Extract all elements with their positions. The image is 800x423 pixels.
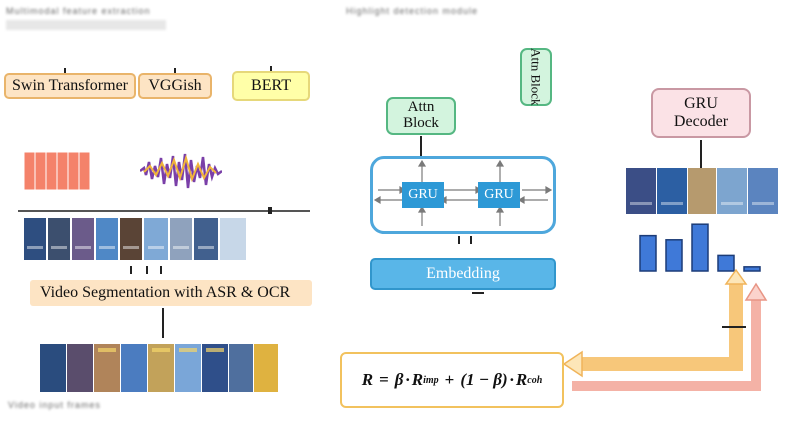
visual-feature-blocks bbox=[23, 151, 92, 191]
video-segmentation-box: Video Segmentation with ASR & OCR bbox=[30, 280, 312, 306]
reward-coh-sub: coh bbox=[527, 374, 543, 386]
decoder-frame-thumbnails bbox=[626, 168, 778, 214]
up-arrow-bert bbox=[270, 66, 272, 71]
decoder-line2: Decoder bbox=[673, 113, 729, 130]
reward-one-minus-beta: (1 − β) bbox=[460, 370, 508, 389]
gru-arrows bbox=[373, 159, 553, 226]
up-arrow-vggish bbox=[174, 68, 176, 73]
reward-eq: = bbox=[379, 370, 389, 389]
bert-box: BERT bbox=[232, 71, 310, 101]
seg-arrow-2 bbox=[146, 266, 148, 274]
audio-waveform bbox=[139, 148, 223, 194]
input-frame-thumbnails bbox=[40, 344, 278, 392]
bottom-caption: Video input frames bbox=[8, 400, 101, 410]
embedding-box: Embedding bbox=[370, 258, 556, 290]
embed-down-arrow bbox=[472, 292, 484, 294]
reward-beta: β bbox=[394, 370, 404, 389]
decoder-line1: GRU bbox=[684, 94, 718, 112]
score-bar-chart bbox=[639, 223, 761, 272]
feedback-tick bbox=[722, 326, 746, 328]
reward-R-imp: R bbox=[411, 370, 424, 389]
segmented-frames bbox=[24, 216, 250, 262]
reward-plus: + bbox=[444, 370, 455, 389]
score-bar-1 bbox=[639, 234, 657, 272]
score-bars bbox=[630, 218, 770, 272]
attn-block: Attn Block bbox=[386, 97, 456, 135]
attn-block-rotated: Attn Block bbox=[520, 48, 552, 106]
seg-arrow-3 bbox=[160, 266, 162, 274]
separator-dot bbox=[268, 207, 272, 214]
reward-R-coh: R bbox=[515, 370, 528, 389]
gru-to-embed-arrow-1 bbox=[458, 236, 460, 244]
feedback-arrows bbox=[562, 268, 768, 391]
reward-dot-2: · bbox=[509, 370, 514, 389]
score-bar-2 bbox=[665, 239, 683, 272]
frame-thumbnails bbox=[24, 218, 246, 260]
waveform-icon bbox=[139, 153, 223, 189]
center-caption: Highlight detection module bbox=[346, 6, 479, 16]
gru-cell-2: GRU bbox=[478, 182, 520, 208]
score-bar-3 bbox=[691, 223, 709, 272]
score-bar-4 bbox=[717, 254, 735, 272]
vggish-box: VGGish bbox=[138, 73, 212, 99]
gru-to-embed-arrow-2 bbox=[470, 236, 472, 244]
attn-block-line2: Block bbox=[403, 115, 439, 131]
attn-to-gru-arrow bbox=[420, 136, 422, 156]
gru-cell-1: GRU bbox=[402, 182, 444, 208]
reward-R: R bbox=[361, 370, 374, 389]
decoder-arrow bbox=[700, 140, 702, 168]
left-caption: Multimodal feature extraction bbox=[6, 6, 151, 16]
separator-line bbox=[18, 210, 310, 212]
gru-encoder-box bbox=[370, 156, 556, 234]
reward-imp-sub: imp bbox=[423, 374, 439, 386]
decoder-frames bbox=[626, 168, 778, 214]
up-arrow-swin bbox=[64, 68, 66, 73]
feature-blocks-icon bbox=[23, 151, 91, 191]
seg-down-arrow bbox=[162, 308, 164, 338]
gru-decoder-box: GRU Decoder bbox=[651, 88, 751, 138]
left-caption-line2 bbox=[6, 20, 166, 30]
seg-arrow-1 bbox=[130, 266, 132, 274]
attn-block-line1: Attn bbox=[407, 99, 435, 116]
attn-block-rotated-label: Attn Block bbox=[528, 48, 544, 106]
score-bar-5 bbox=[743, 266, 761, 272]
input-frames bbox=[40, 344, 278, 392]
reward-dot-1: · bbox=[405, 370, 410, 389]
swin-transformer-box: Swin Transformer bbox=[4, 73, 136, 99]
